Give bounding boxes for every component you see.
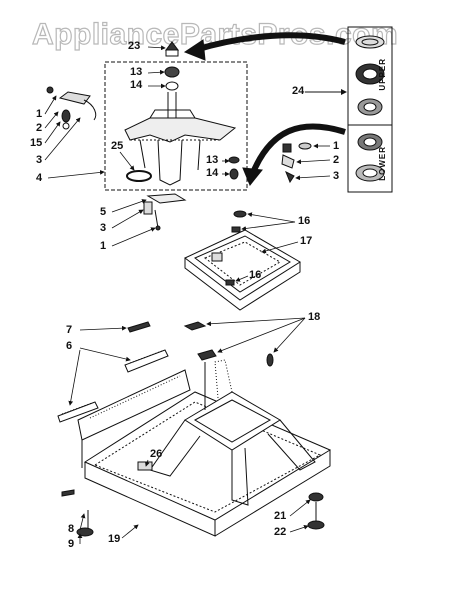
callout-14: 14 (206, 167, 219, 179)
right-bracket-parts (281, 142, 312, 184)
callout-5: 5 (100, 206, 107, 218)
callout-1: 1 (36, 108, 43, 120)
callout-7: 7 (66, 324, 73, 336)
bracket-clips-18 (183, 321, 274, 367)
callout-3: 3 (36, 154, 43, 166)
callout-2: 2 (36, 122, 43, 134)
callout-25: 25 (111, 140, 124, 152)
lower-label: LOWER (378, 146, 387, 181)
upper-bearing-set (355, 35, 385, 116)
callout-24: 24 (292, 85, 305, 97)
clip-and-rails (57, 321, 169, 423)
lower-bearing-set (355, 133, 385, 182)
callout-18: 18 (308, 311, 321, 323)
bearing-inset-box (347, 26, 393, 193)
upper-curved-arrow (194, 32, 346, 53)
callout-3: 3 (333, 170, 340, 182)
leader-lines (44, 45, 331, 544)
callout-6: 6 (66, 340, 73, 352)
gearcase-inset-box (104, 61, 248, 191)
callout-13: 13 (130, 66, 143, 78)
callout-3: 3 (100, 222, 107, 234)
callout-13: 13 (206, 154, 219, 166)
callout-1: 1 (100, 240, 107, 252)
callout-1: 1 (333, 140, 340, 152)
gearcase-parts (124, 41, 240, 186)
callout-8: 8 (68, 523, 75, 535)
callout-4: 4 (36, 172, 43, 184)
callout-16: 16 (298, 215, 311, 227)
callout-9: 9 (68, 538, 75, 550)
callout-2: 2 (333, 154, 340, 166)
callout-21: 21 (274, 510, 287, 522)
callout-14: 14 (130, 79, 143, 91)
lower-curved-arrow (249, 123, 346, 177)
base-frame (77, 359, 332, 537)
upper-label: UPPER (378, 58, 387, 91)
pivot-bracket-parts (143, 193, 187, 231)
callout-19: 19 (108, 533, 121, 545)
callout-17: 17 (300, 235, 313, 247)
callout-22: 22 (274, 526, 287, 538)
gasket-ring (126, 170, 152, 182)
callout-16: 16 (249, 269, 262, 281)
left-bracket-parts (46, 86, 97, 130)
suspension-plate (184, 210, 301, 311)
callout-23: 23 (128, 40, 141, 52)
callout-26: 26 (150, 448, 163, 460)
callout-15: 15 (30, 137, 43, 149)
